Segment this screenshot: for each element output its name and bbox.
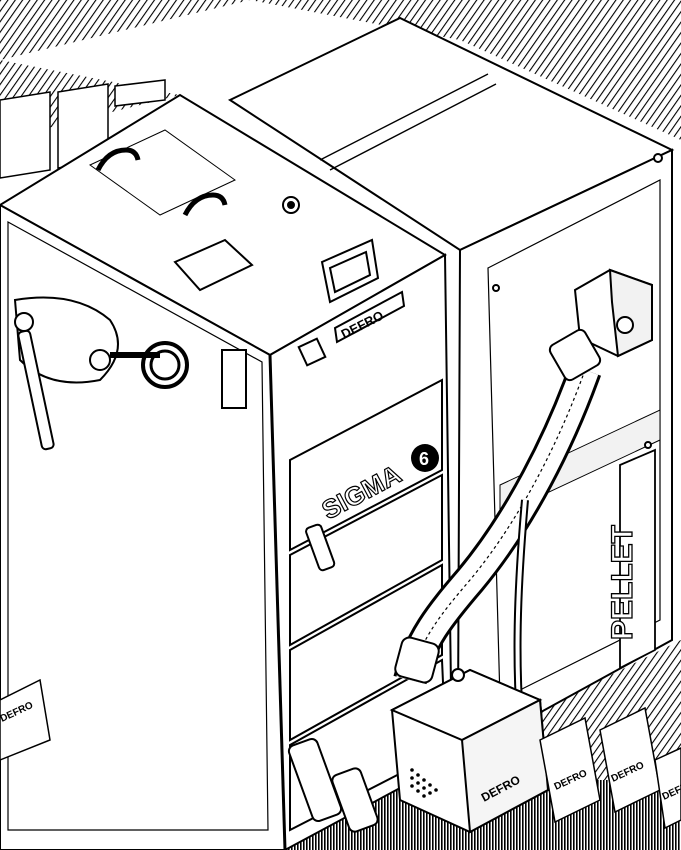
- feeder-motor: [548, 268, 653, 382]
- feet: [287, 737, 379, 833]
- pellet-label: PELLET: [606, 525, 639, 640]
- side-lever-assembly: [13, 296, 189, 451]
- ghost-burners: [0, 678, 681, 830]
- pellet-burner: [389, 636, 550, 834]
- svg-text:6: 6: [419, 449, 429, 469]
- model-number-badge: 6: [411, 444, 439, 472]
